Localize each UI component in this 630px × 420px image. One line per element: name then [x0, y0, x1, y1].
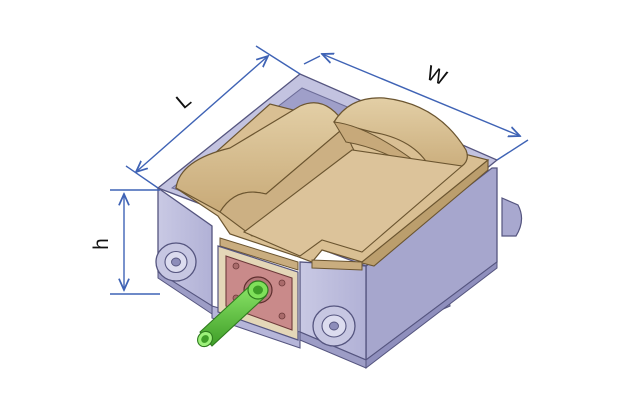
rear-boss	[501, 197, 523, 237]
housing-base-side	[365, 261, 498, 370]
dimension-length-arrow	[136, 56, 268, 172]
tube-mouth-hole	[201, 335, 209, 343]
screw-top-left	[232, 262, 240, 270]
mounting-boss-left	[155, 242, 197, 282]
screw-bottom-right	[278, 312, 286, 320]
cover-plate	[242, 149, 464, 257]
dimension-width-label: W	[423, 62, 450, 91]
cover-front-skirt	[219, 237, 299, 271]
dimension-lines	[110, 45, 529, 295]
screw-top-right	[278, 279, 286, 287]
dimension-height-label: h	[90, 238, 113, 250]
cover-front-skirt-right	[311, 259, 363, 271]
dimension-width-extension-right	[496, 139, 529, 161]
dimension-width-arrow	[322, 54, 520, 136]
dimension-length-label: L	[172, 88, 196, 113]
dimension-width-extension-left	[303, 55, 321, 65]
tube-collar-hole	[253, 285, 263, 295]
dimension-length-extension-top	[255, 45, 301, 75]
housing-base-edge	[157, 271, 213, 315]
outlet-tube	[197, 280, 269, 348]
mounting-boss-right	[312, 305, 356, 347]
dimension-length-extension-bottom	[125, 165, 159, 189]
